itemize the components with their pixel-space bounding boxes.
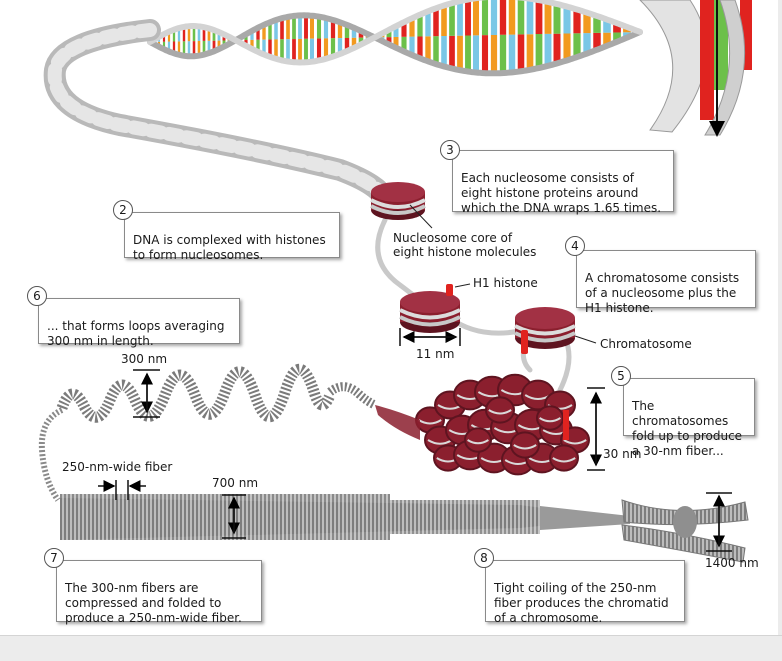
- fiber-30nm: [415, 373, 590, 476]
- fiber-taper: [375, 405, 420, 440]
- h1-histone-marker: [446, 284, 453, 296]
- step-8-badge: 8: [474, 548, 494, 568]
- label-nucleosome-core: Nucleosome core of eight histone molecul…: [393, 231, 537, 259]
- label-250nm-fiber: 250-nm-wide fiber: [62, 460, 173, 474]
- label-1400nm: 1400 nm: [705, 556, 759, 570]
- dna-strand-b: [147, 0, 643, 66]
- looped-fiber-300nm: [38, 363, 377, 502]
- dna-wrap: [418, 419, 442, 425]
- callout-step-8-text: Tight coiling of the 250-nm fiber produc…: [494, 581, 669, 625]
- callout-step-2: DNA is complexed with histones to form n…: [124, 212, 340, 262]
- callout-step-3: Each nucleosome consists of eight histon…: [452, 150, 674, 215]
- callout-step-7: The 300-nm fibers are compressed and fol…: [56, 560, 262, 625]
- measure-1400nm: [706, 492, 732, 552]
- callout-step-5: The chromatosomes fold up to produce a 3…: [623, 378, 755, 458]
- measure-11nm: [399, 328, 461, 346]
- measure-30nm: [587, 387, 605, 471]
- dna-wrap: [513, 444, 537, 450]
- dna-wrap: [539, 417, 561, 423]
- step-3-badge: 3: [440, 140, 460, 160]
- histone-disc: [464, 427, 492, 453]
- callout-step-8: Tight coiling of the 250-nm fiber produc…: [485, 560, 685, 625]
- h1-histone-marker-2: [521, 330, 528, 354]
- chromatosome-pointer: [574, 335, 597, 344]
- callout-step-4: A chromatosome consists of a nucleosome …: [576, 250, 756, 315]
- step-2-badge: 2: [113, 200, 133, 220]
- step-6-badge: 6: [27, 286, 47, 306]
- callout-step-7-text: The 300-nm fibers are compressed and fol…: [65, 581, 242, 625]
- chromatosome-right: [514, 307, 576, 354]
- dna-ribbon: [43, 19, 396, 211]
- measure-300nm: [133, 369, 160, 418]
- nucleosome-pointer: [409, 204, 433, 229]
- label-h1-histone: H1 histone: [473, 276, 538, 290]
- label-11nm: 11 nm: [416, 347, 455, 361]
- label-300nm: 300 nm: [121, 352, 168, 366]
- label-chromatosome: Chromatosome: [600, 337, 692, 351]
- callout-step-2-text: DNA is complexed with histones to form n…: [133, 233, 326, 262]
- dna-ribbon-large-2: [704, 0, 746, 136]
- step-4-badge: 4: [565, 236, 585, 256]
- dna-ribbon-large: [639, 0, 707, 133]
- histone-disc: [510, 431, 540, 459]
- dna-wrap: [427, 439, 453, 445]
- dna-wrap: [467, 439, 489, 445]
- h1-histone-core: [563, 410, 569, 440]
- step-5-badge: 5: [611, 366, 631, 386]
- callout-step-5-text: The chromatosomes fold up to produce a 3…: [632, 399, 743, 458]
- chromatid: [621, 499, 749, 563]
- dna-strand-a: [147, 12, 643, 77]
- label-30nm: 30 nm: [603, 447, 642, 461]
- step-7-badge: 7: [44, 548, 64, 568]
- measure-250nm: [98, 480, 146, 500]
- chromatosome-left: [399, 284, 461, 333]
- dna-wrap: [563, 439, 587, 445]
- h1-pointer: [454, 283, 471, 288]
- measure-700nm: [222, 494, 246, 539]
- base-pair-red: [700, 0, 714, 120]
- callout-step-6-text: ... that forms loops averaging 300 nm in…: [47, 319, 225, 348]
- frame-edge-bottom: [0, 635, 782, 661]
- dna-double-helix: [147, 0, 752, 137]
- compressed-fiber-250nm: [60, 494, 630, 540]
- callout-step-3-text: Each nucleosome consists of eight histon…: [461, 171, 662, 215]
- label-700nm: 700 nm: [212, 476, 259, 490]
- nucleosome: [370, 182, 426, 220]
- histone-disc: [485, 396, 515, 424]
- histone-disc: [549, 444, 579, 472]
- callout-step-6: ... that forms loops averaging 300 nm in…: [38, 298, 240, 348]
- dna-wrap: [488, 409, 512, 415]
- dna-wrap: [552, 457, 576, 463]
- frame-edge-right: [778, 0, 782, 635]
- callout-step-4-text: A chromatosome consists of a nucleosome …: [585, 271, 740, 315]
